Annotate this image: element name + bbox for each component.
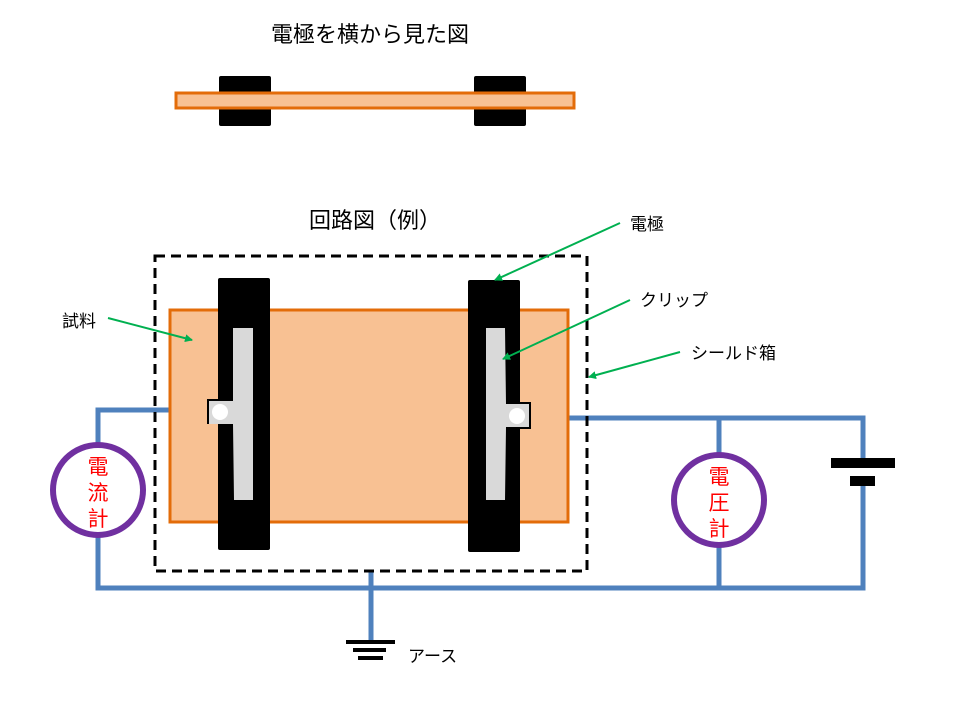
sample-label: 試料 [62, 312, 96, 332]
clip-label: クリップ [640, 291, 708, 311]
circuit-title: 回路図（例） [309, 209, 441, 234]
voltmeter-char-1: 電 [709, 465, 730, 489]
electrode-label: 電極 [630, 215, 664, 235]
electrode-arrow [494, 222, 621, 281]
ammeter-char-1: 電 [88, 455, 109, 479]
battery-icon [831, 458, 895, 486]
ammeter: 電 流 計 [50, 442, 146, 538]
shield-box [153, 254, 589, 573]
voltmeter-char-2: 圧 [709, 491, 730, 515]
sample-arrow [107, 317, 193, 343]
annotation-arrows [107, 222, 681, 380]
shield-arrow [588, 351, 681, 380]
side-view-title: 電極を横から見た図 [271, 23, 469, 48]
electrode-right [468, 280, 531, 552]
voltmeter: 電 圧 計 [671, 452, 767, 548]
shield-box-label: シールド箱 [691, 344, 776, 364]
voltmeter-char-3: 計 [709, 517, 730, 541]
clip-rivet-right [509, 408, 525, 424]
earth-label: アース [408, 647, 457, 667]
earth-icon [346, 640, 395, 660]
side-view-electrodes [174, 76, 576, 126]
electrode-left [207, 278, 270, 550]
clip-right [486, 328, 529, 500]
clip-left [209, 328, 253, 500]
ammeter-char-3: 計 [88, 507, 109, 531]
side-sample [174, 91, 576, 110]
ammeter-char-2: 流 [88, 481, 109, 505]
clip-arrow [502, 299, 631, 360]
clip-rivet-left [212, 404, 228, 420]
wires [95, 407, 866, 641]
